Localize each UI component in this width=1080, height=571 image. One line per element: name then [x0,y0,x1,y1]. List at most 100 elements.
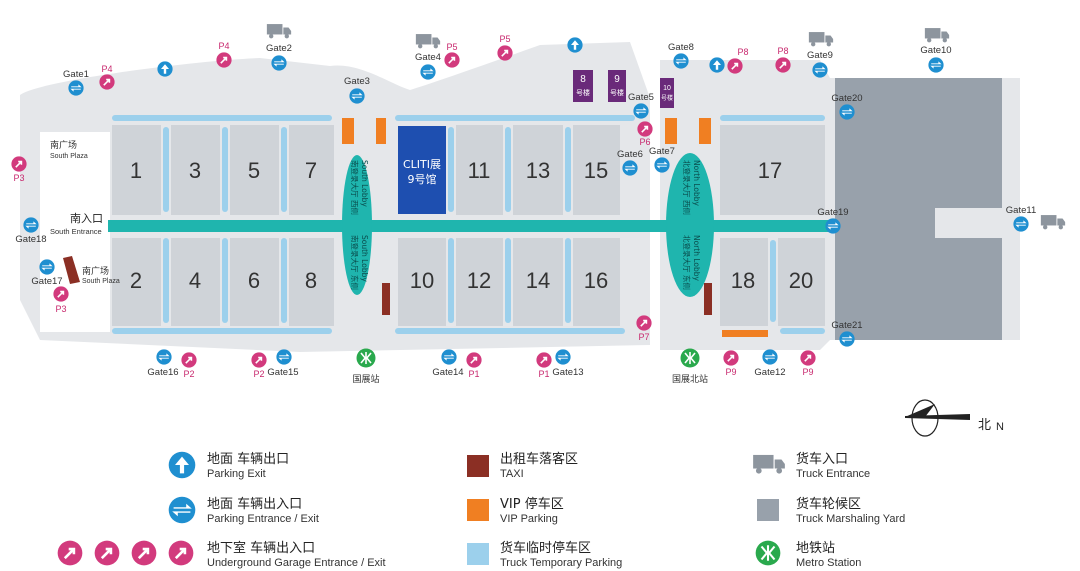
parking-entrance-exit-icon [168,496,196,524]
svg-text:南登录大厅 西侧: 南登录大厅 西侧 [350,160,360,215]
svg-text:Truck Marshaling Yard: Truck Marshaling Yard [796,513,905,525]
hall-5 [230,125,279,215]
gate16-icon [156,349,172,365]
marshaling-swatch [757,499,779,521]
svg-text:Metro Station: Metro Station [796,557,861,569]
svg-text:国展站: 国展站 [352,373,379,385]
svg-text:Underground Garage Entrance /: Underground Garage Entrance / Exit [207,557,386,569]
gate15-icon [276,349,292,365]
svg-text:号楼: 号楼 [576,88,590,97]
metro-icon [356,348,376,368]
gate2-icon [271,55,287,71]
svg-text:TAXI: TAXI [500,468,524,480]
legend: 地面 车辆出口 Parking Exit 地面 车辆出入口 Parking En… [57,451,905,569]
svg-text:P6: P6 [639,137,650,147]
svg-text:Gate21: Gate21 [831,320,862,331]
svg-text:18: 18 [731,268,755,293]
svg-text:8: 8 [305,268,317,293]
vip-swatch [467,499,489,521]
hall-15 [573,125,620,215]
svg-text:South Plaza: South Plaza [82,278,120,285]
svg-text:P5: P5 [446,42,457,52]
svg-text:地面 车辆出入口: 地面 车辆出入口 [207,496,302,512]
svg-text:Gate14: Gate14 [432,367,463,378]
hall-1 [112,125,161,215]
svg-text:VIP Parking: VIP Parking [500,513,558,525]
cliti-label-2: 9号馆 [408,172,437,186]
svg-text:11: 11 [468,158,491,183]
main-corridor [108,220,830,232]
hall-18 [720,238,768,326]
svg-text:Gate6: Gate6 [617,149,643,160]
svg-text:P2: P2 [183,369,194,379]
svg-text:P9: P9 [802,367,813,377]
north-lobby [666,153,714,297]
svg-text:3: 3 [189,158,201,183]
svg-text:号楼: 号楼 [661,94,673,102]
hall-4 [171,238,220,326]
svg-text:P4: P4 [101,64,112,74]
svg-text:Gate2: Gate2 [266,43,292,54]
small-buildings: 8 号楼 9 号楼 10 号楼 [573,70,674,108]
taxi-area [63,256,712,315]
svg-text:地铁站: 地铁站 [796,541,835,556]
compass: 北 N [905,399,1004,437]
gate3-icon [349,88,365,104]
svg-text:Gate18: Gate18 [15,234,46,245]
cliti-hall-9 [398,126,446,214]
svg-text:North Lobby: North Lobby [692,160,701,207]
hall-6 [230,238,279,326]
svg-text:N: N [996,421,1004,433]
svg-text:Gate4: Gate4 [415,52,441,63]
svg-text:Gate20: Gate20 [831,93,862,104]
svg-text:Gate8: Gate8 [668,42,694,53]
svg-text:P5: P5 [499,34,510,44]
cliti-label-1: CLITI展 [403,158,441,171]
gate17-icon [39,259,55,275]
svg-text:货车轮候区: 货车轮候区 [796,496,861,512]
svg-text:Gate19: Gate19 [817,207,848,218]
svg-text:Gate16: Gate16 [147,367,178,378]
svg-text:南广场: 南广场 [82,265,109,277]
svg-text:South Lobby: South Lobby [360,235,369,282]
south-entrance-cn: 南入口 [70,212,103,225]
hall-16 [573,238,620,326]
svg-text:号楼: 号楼 [610,88,624,97]
svg-text:10: 10 [663,85,671,92]
svg-text:P1: P1 [538,369,549,379]
svg-text:P8: P8 [777,46,788,56]
gate18-icon [23,217,39,233]
svg-text:南登录大厅 东侧: 南登录大厅 东侧 [350,235,360,290]
underground-icon [168,540,194,566]
svg-text:14: 14 [526,268,550,293]
svg-text:国展北站: 国展北站 [672,373,708,385]
hall-20 [778,238,825,326]
hall-numbers: 1 3 5 7 11 13 15 17 2 4 6 8 10 12 14 16 … [130,158,813,293]
svg-text:2: 2 [130,268,142,293]
gate5-icon [633,103,649,119]
svg-text:Gate5: Gate5 [628,92,654,103]
svg-text:北登录大厅 西侧: 北登录大厅 西侧 [682,160,692,215]
svg-text:Gate15: Gate15 [267,367,298,378]
gate4-icon [420,64,436,80]
svg-text:P2: P2 [253,369,264,379]
svg-text:出租车落客区: 出租车落客区 [500,451,578,467]
svg-text:P4: P4 [218,41,229,51]
svg-text:货车入口: 货车入口 [796,451,848,467]
gate12-icon [762,349,778,365]
south-entrance-en: South Entrance [50,227,102,236]
svg-text:Parking Exit: Parking Exit [207,468,266,480]
svg-text:Gate12: Gate12 [754,367,785,378]
svg-text:Truck Entrance: Truck Entrance [796,468,870,480]
hall-7 [289,125,334,215]
metro-icon [680,348,700,368]
plaza-labels: 南广场 South Plaza 南广场 South Plaza 南入口 Sout… [50,139,120,285]
hall-2 [112,238,161,326]
gate7-icon [654,157,670,173]
svg-text:Gate11: Gate11 [1006,205,1036,216]
metro-stations: 国展站 国展北站 [352,348,708,385]
halls [112,125,825,326]
svg-text:8: 8 [580,74,586,85]
truck-parking-swatch [467,543,489,565]
